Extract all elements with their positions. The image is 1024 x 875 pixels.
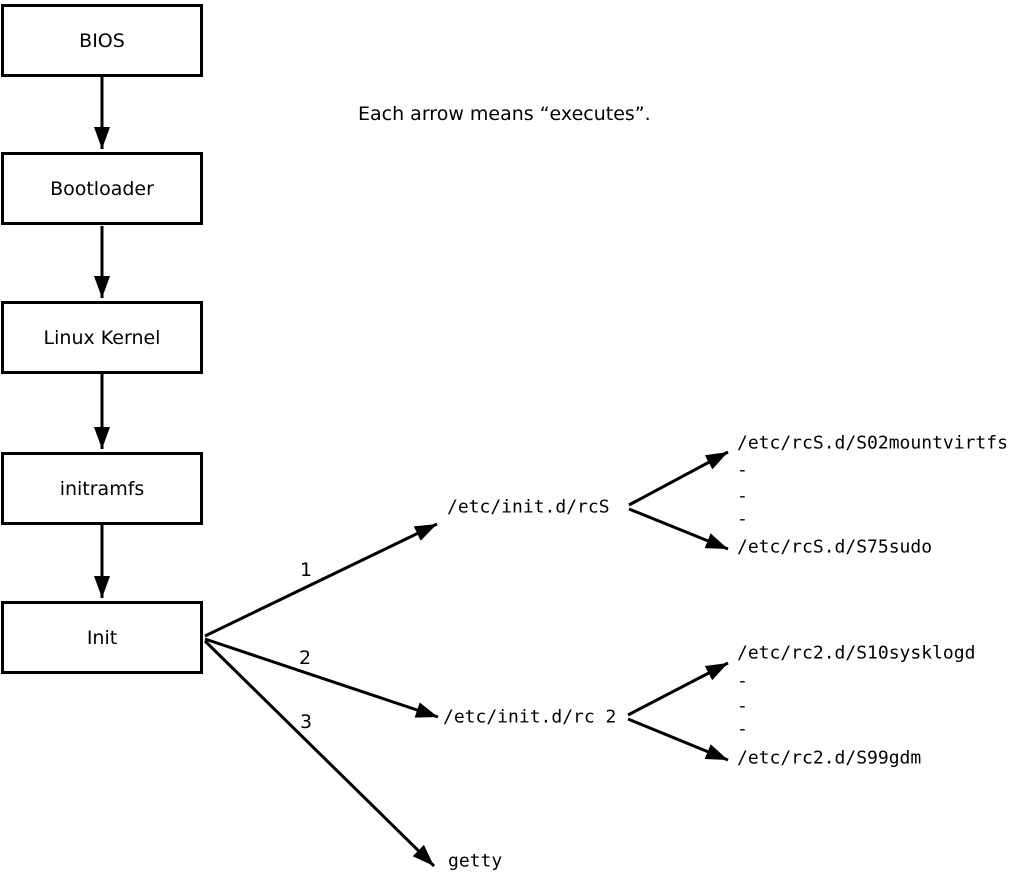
label-rc2-child-dash-1: - xyxy=(737,670,748,692)
node-bootloader: Bootloader xyxy=(1,152,203,225)
label-rcS: /etc/init.d/rcS xyxy=(447,496,610,518)
legend-note: Each arrow means “executes”. xyxy=(358,103,651,125)
node-initramfs-label: initramfs xyxy=(59,477,145,500)
node-bios-label: BIOS xyxy=(79,29,125,52)
label-rc2-child-s99gdm: /etc/rc2.d/S99gdm xyxy=(737,747,922,769)
node-bootloader-label: Bootloader xyxy=(50,177,154,200)
node-linux-kernel-label: Linux Kernel xyxy=(43,326,161,349)
label-rcS-child-dash-3: - xyxy=(737,508,748,530)
node-init-label: Init xyxy=(86,626,118,649)
node-initramfs: initramfs xyxy=(1,452,203,525)
label-rcS-child-dash-2: - xyxy=(737,485,748,507)
node-bios: BIOS xyxy=(1,4,203,77)
branch-number-2: 2 xyxy=(298,647,312,669)
label-rcS-child-s75sudo: /etc/rcS.d/S75sudo xyxy=(737,536,933,558)
arrow-init-rcS xyxy=(204,522,438,638)
branch-number-3: 3 xyxy=(299,711,313,733)
arrow-init-getty xyxy=(203,639,436,868)
label-rc2-child-s10sysklogd: /etc/rc2.d/S10sysklogd xyxy=(737,642,976,664)
arrow-rc2-s10 xyxy=(627,661,729,717)
arrow-init-rc2 xyxy=(204,637,439,719)
label-rcS-child-s02mountvirtfs: /etc/rcS.d/S02mountvirtfs xyxy=(737,432,1008,454)
label-rc2-child-dash-2: - xyxy=(737,695,748,717)
arrow-rc2-s99 xyxy=(627,717,729,762)
node-linux-kernel: Linux Kernel xyxy=(1,301,203,374)
arrow-rcS-s02 xyxy=(628,450,729,507)
branch-number-1: 1 xyxy=(299,559,313,581)
label-getty: getty xyxy=(448,850,503,872)
label-rcS-child-dash-1: - xyxy=(737,459,748,481)
node-init: Init xyxy=(1,601,203,674)
arrow-rcS-s75 xyxy=(628,507,729,551)
label-rc2-child-dash-3: - xyxy=(737,718,748,740)
label-rc2: /etc/init.d/rc 2 xyxy=(443,706,617,728)
